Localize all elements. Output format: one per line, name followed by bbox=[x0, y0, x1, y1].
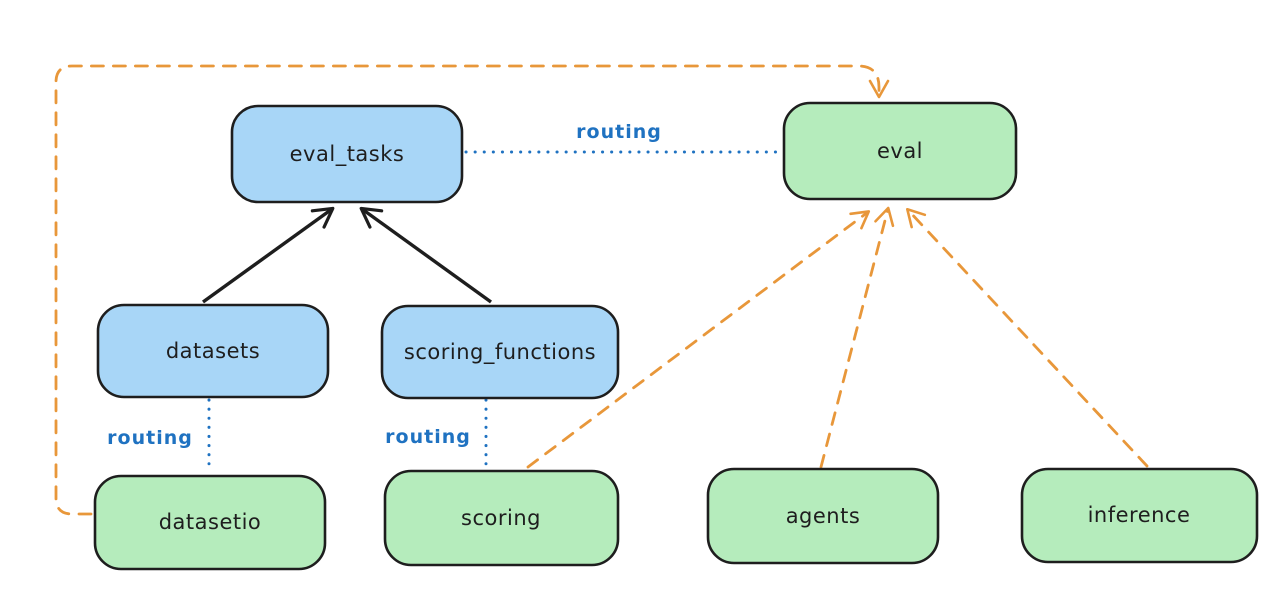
node-scoring-functions: scoring_functions bbox=[380, 304, 620, 400]
node-scoring-functions-label: scoring_functions bbox=[404, 340, 596, 365]
node-agents-box bbox=[706, 467, 940, 565]
routing-label-eval-tasks-eval: routing bbox=[576, 121, 662, 143]
node-eval-label: eval bbox=[877, 139, 923, 163]
edge-agents-to-eval bbox=[819, 206, 895, 469]
node-inference: inference bbox=[1020, 467, 1259, 564]
edge-inference-to-eval bbox=[906, 207, 1149, 468]
node-eval: eval bbox=[782, 101, 1018, 201]
edge-scoring-to-eval bbox=[526, 210, 871, 469]
node-eval-box bbox=[782, 101, 1018, 201]
node-agents: agents bbox=[706, 467, 940, 565]
node-scoring-label: scoring bbox=[461, 506, 541, 530]
node-eval-tasks: eval_tasks bbox=[230, 104, 464, 204]
node-inference-label: inference bbox=[1088, 503, 1191, 527]
edge-datasetio-to-eval bbox=[54, 64, 890, 516]
edge-datasets-to-eval-tasks bbox=[202, 206, 335, 304]
node-scoring-functions-box bbox=[380, 304, 620, 400]
node-eval-tasks-box bbox=[230, 104, 464, 204]
routing-label-scoring-functions-scoring: routing bbox=[385, 426, 471, 448]
node-scoring-box bbox=[383, 469, 620, 567]
node-datasets: datasets bbox=[96, 303, 330, 399]
node-eval-tasks-label: eval_tasks bbox=[290, 142, 405, 167]
routing-label-datasets-datasetio: routing bbox=[107, 427, 193, 449]
node-agents-label: agents bbox=[786, 504, 861, 528]
node-scoring: scoring bbox=[383, 469, 620, 567]
node-datasets-box bbox=[96, 303, 330, 399]
node-inference-box bbox=[1020, 467, 1259, 564]
node-datasetio-label: datasetio bbox=[159, 510, 262, 534]
node-datasetio: datasetio bbox=[93, 474, 327, 571]
node-datasetio-box bbox=[93, 474, 327, 571]
node-datasets-label: datasets bbox=[166, 339, 260, 363]
edge-scoring-functions-to-eval-tasks bbox=[359, 206, 492, 304]
